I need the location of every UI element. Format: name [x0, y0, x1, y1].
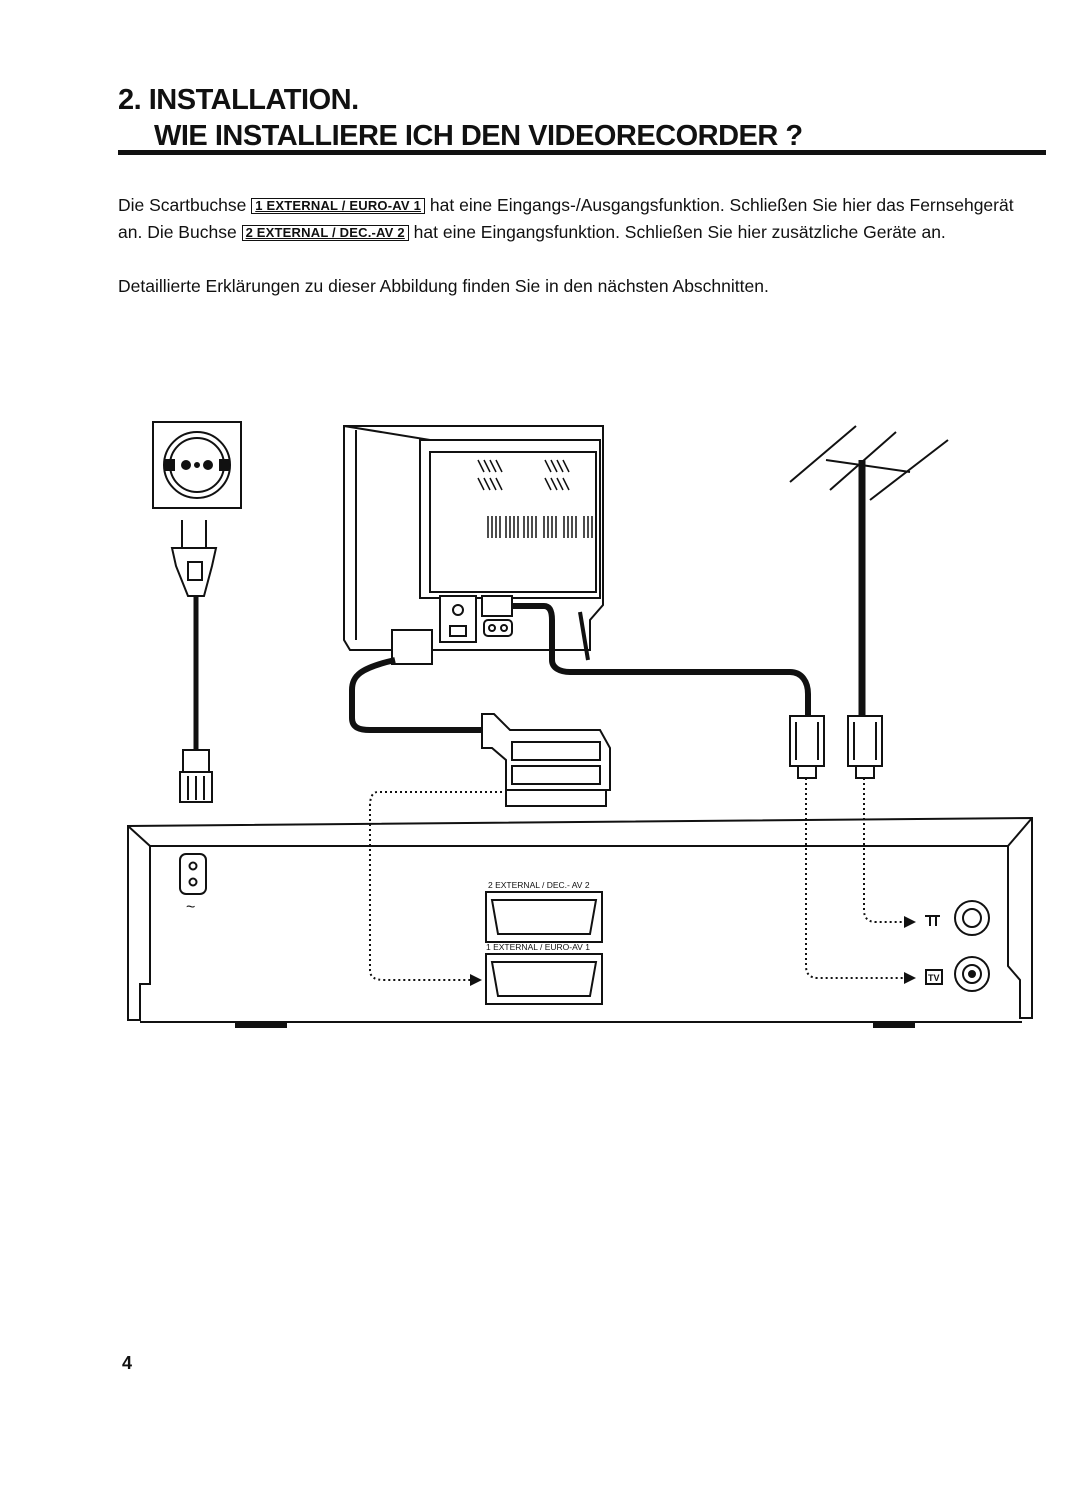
wall-socket-icon [152, 421, 242, 509]
antenna-icon [789, 425, 949, 716]
detail-paragraph: Detaillierte Erklärungen zu dieser Abbil… [118, 276, 769, 296]
tv-symbol: TV [928, 973, 940, 983]
intro-text-c: hat eine Eingangsfunktion. Schließen Sie… [413, 222, 946, 242]
mains-plug-icon [170, 520, 218, 803]
socket-tag-dec-av2: 2 EXTERNAL / DEC.-AV 2 [241, 225, 409, 241]
scart-label-av2: 2 EXTERNAL / DEC.- AV 2 [488, 880, 590, 890]
intro-paragraph: Die Scartbuchse 1 EXTERNAL / EURO-AV 1 h… [118, 192, 1038, 246]
scart-label-av1: 1 EXTERNAL / EURO-AV 1 [486, 942, 590, 952]
title-rule [118, 150, 1046, 155]
socket-tag-euro-av1: 1 EXTERNAL / EURO-AV 1 [251, 198, 426, 214]
page-title: 2. INSTALLATION. WIE INSTALLIERE ICH DEN… [118, 82, 803, 154]
mains-symbol: ~ [186, 899, 195, 916]
page-number: 4 [122, 1353, 133, 1373]
intro-text-b: hat eine Eingangs-/Ausgangsfunktion. Sch… [118, 195, 1014, 242]
intro-text-a: Die Scartbuchse [118, 195, 247, 215]
title-line-2: WIE INSTALLIERE ICH DEN VIDEORECORDER ? [154, 120, 803, 152]
vcr-rear-panel-icon [127, 816, 1033, 1028]
television-rear-icon [343, 425, 604, 665]
coax-plug-icon [789, 715, 883, 779]
title-line-1: 2. INSTALLATION. [118, 84, 359, 116]
scart-plug-icon [481, 713, 611, 807]
